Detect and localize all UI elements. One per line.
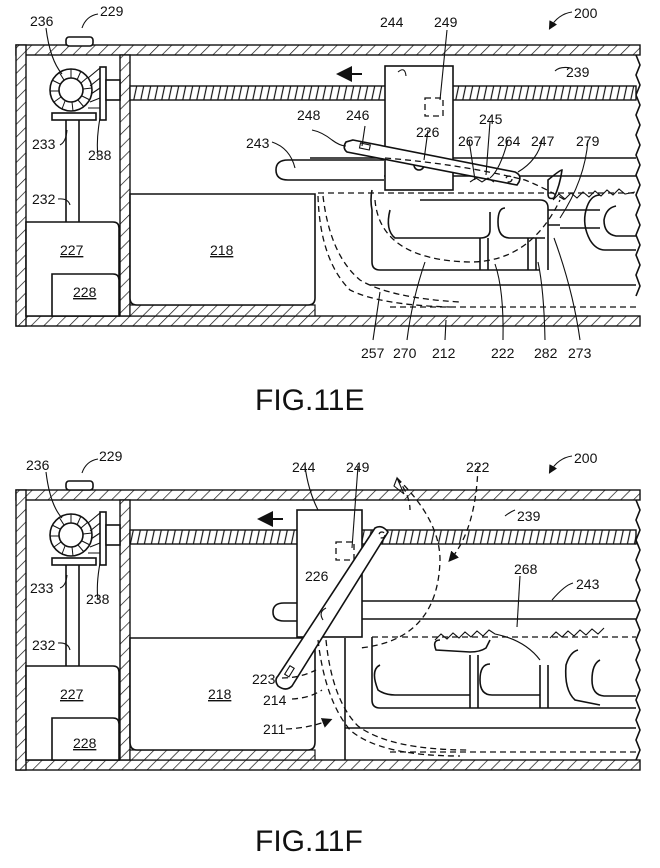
shaft-232 xyxy=(65,120,80,222)
label-214: 214 xyxy=(263,692,287,708)
label-228: 228 xyxy=(73,735,97,751)
housing xyxy=(15,44,641,327)
label-226: 226 xyxy=(416,124,440,140)
label-267: 267 xyxy=(458,133,482,149)
label-247: 247 xyxy=(531,133,555,149)
lead-screw-239 xyxy=(129,85,637,101)
figure-11f: 236 229 233 238 232 227 228 218 244 249 … xyxy=(15,448,641,858)
sensor-249 xyxy=(335,541,355,561)
label-227: 227 xyxy=(60,686,84,702)
figure-11e: 236 229 233 238 232 227 228 218 243 248 … xyxy=(15,3,641,417)
button-229 xyxy=(65,36,94,47)
label-245: 245 xyxy=(479,111,503,127)
figure-caption-11e: FIG.11E xyxy=(255,384,364,417)
label-222: 222 xyxy=(491,345,515,361)
sensor-249 xyxy=(424,97,444,117)
label-233: 233 xyxy=(30,580,54,596)
label-239: 239 xyxy=(517,508,541,524)
label-239: 239 xyxy=(566,64,590,80)
button-229 xyxy=(65,480,94,491)
slot-243 xyxy=(275,159,384,181)
lever-245 xyxy=(275,525,389,690)
gear-assembly xyxy=(49,511,121,566)
label-238: 238 xyxy=(86,591,110,607)
label-243: 243 xyxy=(246,135,270,151)
label-246: 246 xyxy=(346,107,370,123)
shaft-232 xyxy=(65,565,80,666)
label-282: 282 xyxy=(534,345,558,361)
label-273: 273 xyxy=(568,345,592,361)
label-244: 244 xyxy=(380,14,404,30)
gear-assembly xyxy=(49,66,121,121)
label-218: 218 xyxy=(208,686,232,702)
block-228 xyxy=(51,717,120,761)
label-244: 244 xyxy=(292,459,316,475)
label-232: 232 xyxy=(32,637,56,653)
reservoir-218 xyxy=(129,637,316,751)
label-249: 249 xyxy=(434,14,458,30)
label-223: 223 xyxy=(252,671,276,687)
figure-caption-11f: FIG.11F xyxy=(255,825,363,858)
label-270: 270 xyxy=(393,345,417,361)
label-238: 238 xyxy=(88,147,112,163)
label-226: 226 xyxy=(305,568,329,584)
lever-245 xyxy=(343,139,521,186)
label-200: 200 xyxy=(574,5,598,21)
label-243: 243 xyxy=(576,576,600,592)
label-248: 248 xyxy=(297,107,321,123)
label-200: 200 xyxy=(574,450,598,466)
label-257: 257 xyxy=(361,345,385,361)
label-236: 236 xyxy=(30,13,54,29)
label-222: 222 xyxy=(466,459,490,475)
label-227: 227 xyxy=(60,242,84,258)
label-268: 268 xyxy=(514,561,538,577)
label-232: 232 xyxy=(32,191,56,207)
label-264: 264 xyxy=(497,133,521,149)
label-212: 212 xyxy=(432,345,456,361)
slot-243 xyxy=(272,602,300,622)
label-218: 218 xyxy=(210,242,234,258)
label-211: 211 xyxy=(263,721,286,737)
label-228: 228 xyxy=(73,284,97,300)
label-249: 249 xyxy=(346,459,370,475)
label-229: 229 xyxy=(99,448,123,464)
label-279: 279 xyxy=(576,133,600,149)
label-233: 233 xyxy=(32,136,56,152)
block-228 xyxy=(51,273,120,317)
label-236: 236 xyxy=(26,457,50,473)
label-229: 229 xyxy=(100,3,124,19)
reservoir-218 xyxy=(129,193,316,306)
